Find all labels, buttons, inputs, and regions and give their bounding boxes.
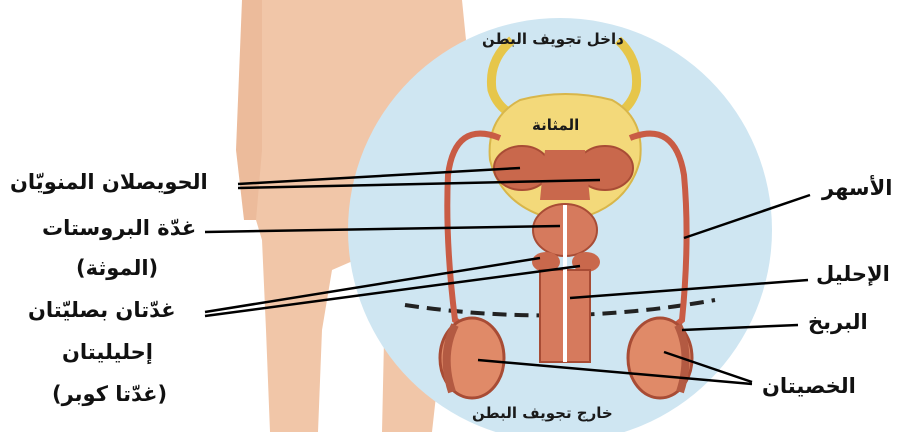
label-vas-deferens: الأسهر [822, 176, 892, 200]
label-seminal-vesicles: الحويصلان المنويّان [10, 170, 208, 194]
label-epididymis: البربخ [808, 310, 868, 334]
label-testes: الخصيتان [762, 374, 856, 398]
label-prostate: غدّة البروستات [42, 216, 196, 240]
label-bulbourethral-1: غدّتان بصليّتان [28, 298, 176, 322]
seminal-vesicle-center [540, 150, 590, 200]
label-abdomen-outside: خارج تجويف البطن [472, 404, 613, 422]
label-abdomen-inside: داخل تجويف البطن [482, 30, 624, 48]
label-bladder: المثانة [532, 116, 579, 134]
label-bulbourethral-2: إحليليتان [62, 340, 153, 364]
label-urethra: الإحليل [816, 262, 890, 286]
label-prostate-alt: (الموثة) [76, 256, 158, 280]
label-bulbourethral-3: (غدّتا كوبر) [52, 382, 167, 406]
